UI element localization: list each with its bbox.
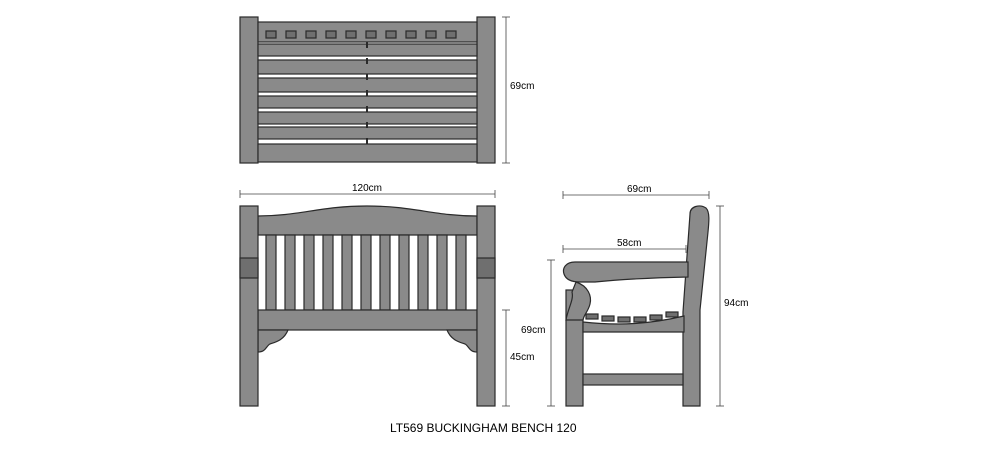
front-view-left-arm [239,257,259,279]
top-view-slat-ends [265,30,457,39]
top-view-seat-slat [257,77,478,93]
side-view-depth-label: 69cm [627,184,651,195]
side-view-seat-depth-label: 58cm [617,238,641,249]
front-view-back-top-rail [257,205,478,236]
drawing-title: LT569 BUCKINGHAM BENCH 120 [390,421,577,435]
top-view-seat-slat [257,126,478,140]
side-view-back-leg [682,205,710,407]
front-view-right-leg [476,205,496,407]
side-view-arm-support [565,281,592,321]
front-view-left-bracket [257,329,289,353]
side-view-total-height-label: 94cm [724,298,748,309]
side-view-arm-height-label: 69cm [521,325,545,336]
side-view-arm [562,261,689,283]
front-view: 120cm 45cm [239,183,534,407]
top-view-depth-label: 69cm [510,81,534,92]
front-view-seat-height-label: 45cm [510,352,534,363]
front-view-right-arm [476,257,496,279]
front-view-back-slats [265,234,467,311]
front-view-left-leg [239,205,259,407]
side-view: 69cm 58cm 69cm [521,184,748,407]
front-view-right-bracket [446,329,478,353]
front-view-seat-rail [257,309,478,331]
front-view-width-label: 120cm [352,183,382,194]
side-view-seat-rail [582,315,685,333]
side-view-stretcher [582,373,684,386]
top-view-front-rail [257,143,478,163]
top-view-right-leg [476,16,496,164]
top-view: 69cm [239,16,534,164]
side-view-seat-slats [585,311,679,323]
top-view-left-leg [239,16,259,164]
